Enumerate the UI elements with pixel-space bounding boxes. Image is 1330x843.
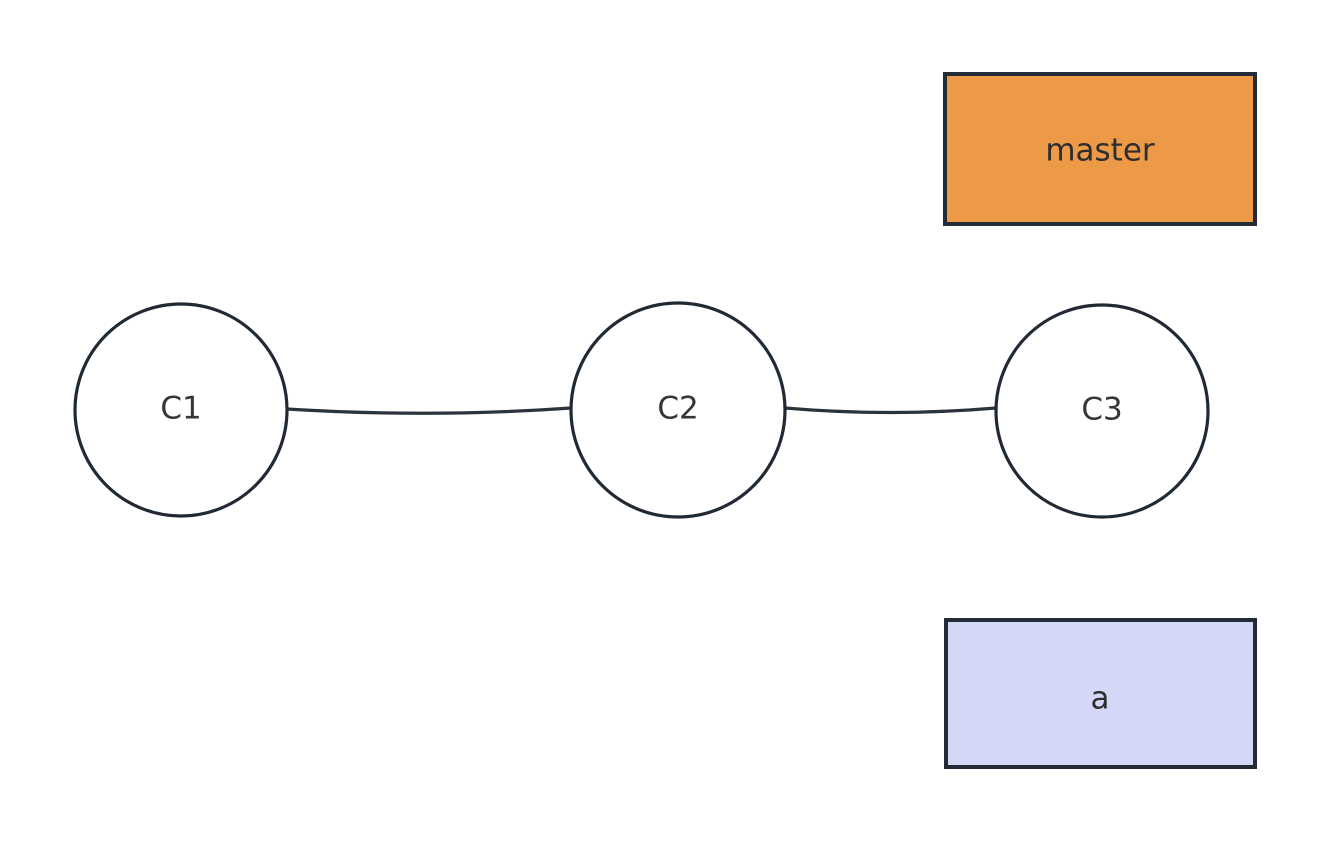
commit-circle-c1[interactable]	[73, 302, 289, 518]
commit-label-c3: C3	[1081, 392, 1122, 428]
commit-label-c2: C2	[657, 391, 698, 427]
commit-edge-c1-c2	[285, 406, 573, 415]
commit-circle-c2[interactable]	[569, 301, 787, 519]
edges-layer	[285, 406, 998, 415]
ref-box-label-master: master	[1045, 133, 1155, 169]
commit-circle-c3[interactable]	[994, 303, 1210, 519]
commit-label-c1: C1	[160, 391, 201, 427]
nodes-layer: C1 C2 C3	[73, 301, 1210, 519]
ref-box-rect-a[interactable]	[944, 618, 1257, 769]
ref-box-label-a: a	[1091, 681, 1110, 717]
ref-box-rect-master[interactable]	[943, 72, 1257, 226]
ref-box-a[interactable]: a	[944, 618, 1257, 769]
commit-node-c2[interactable]: C2	[569, 301, 787, 519]
commit-edge-c2-c3	[783, 406, 998, 415]
commit-node-c1[interactable]: C1	[73, 302, 289, 518]
commit-node-c3[interactable]: C3	[994, 303, 1210, 519]
boxes-layer: master a	[943, 72, 1257, 769]
ref-box-master[interactable]: master	[943, 72, 1257, 226]
